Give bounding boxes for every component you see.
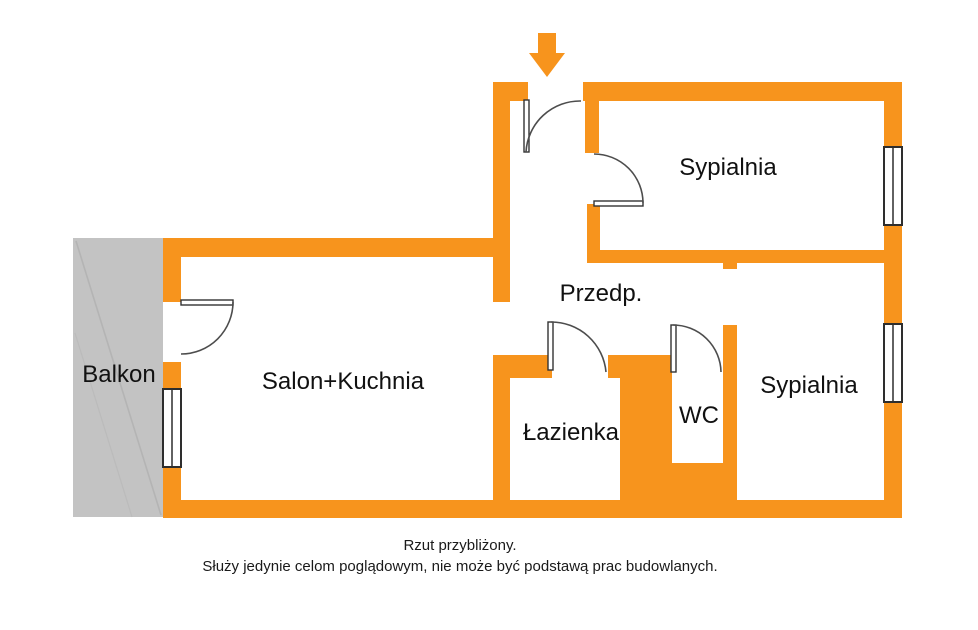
wall-salon-top: [163, 238, 510, 257]
entrance-door: [523, 99, 582, 153]
door-bathroom: [547, 321, 607, 373]
wall-bedroom-top-left-lower: [587, 204, 600, 263]
wall-center-vertical-upper: [493, 82, 510, 302]
room-label-salon-kuchnia: Salon+Kuchnia: [262, 368, 425, 395]
wall-shaft-bathroom-wc: [620, 355, 672, 505]
wall-right-mid: [884, 223, 902, 325]
room-label-lazienka: Łazienka: [523, 419, 620, 446]
caption-line-2: Służy jedynie celom poglądowym, nie może…: [202, 558, 717, 575]
wall-between-bedrooms: [587, 250, 902, 263]
arrow-down-icon: [529, 33, 565, 77]
window-left-balcony: [162, 388, 182, 468]
wall-wc-bedroom-stub: [723, 263, 737, 269]
room-label-sypialnia-bottom: Sypialnia: [760, 372, 858, 399]
caption: Rzut przybliżony. Służy jedynie celom po…: [202, 537, 717, 575]
door-balcony: [180, 299, 234, 355]
balcony-hatch-line: [75, 240, 162, 516]
doors: [180, 99, 722, 373]
door-wc: [670, 324, 722, 373]
walls: [163, 82, 902, 518]
door-bedroom-top: [593, 153, 644, 207]
wall-left-c: [163, 465, 181, 518]
balcony-hatch-line: [74, 332, 133, 518]
room-label-przedpokoj: Przedp.: [560, 280, 643, 307]
wall-top-bedroom: [583, 82, 902, 101]
caption-line-1: Rzut przybliżony.: [403, 537, 516, 554]
balcony-area: [73, 238, 163, 518]
wall-right-bottom: [884, 400, 902, 518]
wall-center-vertical-lower: [493, 355, 510, 518]
room-label-wc: WC: [679, 402, 719, 429]
room-label-sypialnia-top: Sypialnia: [679, 154, 777, 181]
window-right-top: [883, 146, 903, 226]
wall-shaft-below-wc: [672, 463, 723, 503]
windows: [162, 146, 903, 468]
wall-bedroom-top-left-upper: [585, 100, 599, 153]
room-label-balkon: Balkon: [82, 361, 155, 388]
wall-bottom: [163, 500, 902, 518]
window-right-bottom: [883, 323, 903, 403]
room-labels: Balkon Salon+Kuchnia Sypialnia Przedp. Ł…: [82, 154, 858, 446]
wall-right-top: [884, 82, 902, 152]
wall-bathroom-top-right: [608, 355, 622, 378]
wall-wc-bedroom: [723, 325, 737, 505]
wall-bathroom-top-left: [493, 355, 552, 378]
wall-left-b: [163, 362, 181, 390]
